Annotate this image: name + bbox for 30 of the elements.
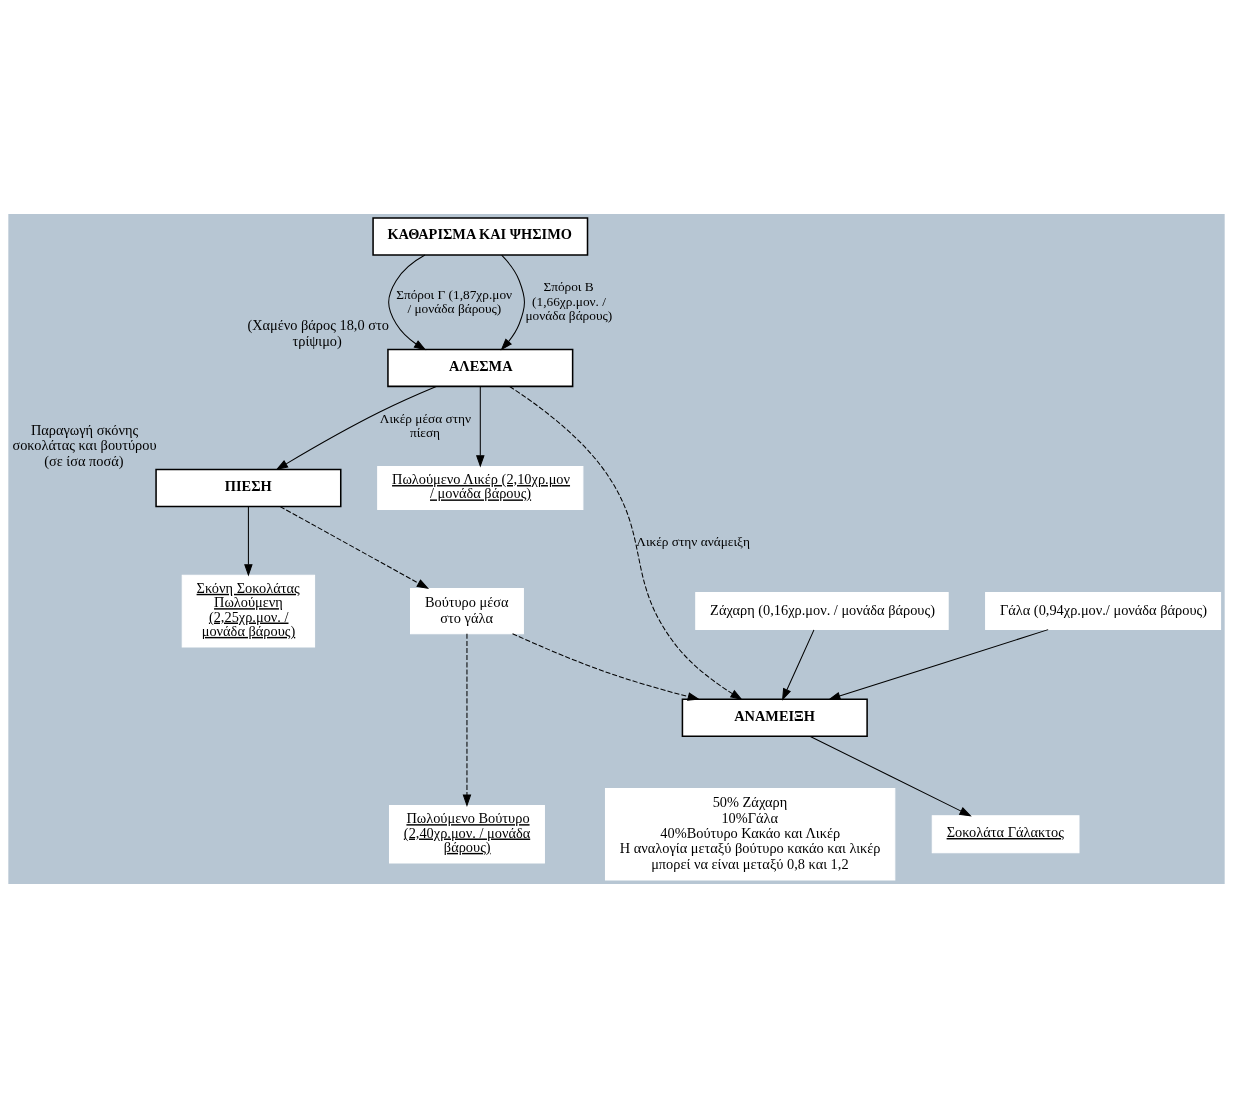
arrow bbox=[279, 506, 430, 590]
arrow bbox=[512, 633, 700, 701]
node-box: Πωλούμενο Βούτυρο (2,40χρ.μον. / μονάδα βάρους) bbox=[388, 805, 545, 864]
node-box: ΠΙΕΣΗ bbox=[155, 468, 342, 508]
arrow bbox=[809, 735, 972, 817]
edge-label: Λικέρ μέσα στην πίεση bbox=[379, 410, 472, 441]
edge-label: Λικέρ στην ανάμειξη bbox=[636, 533, 750, 549]
node-box: ΑΝΑΜΕΙΞΗ bbox=[681, 698, 868, 737]
node-box: Βούτυρο μέσα στο γάλα bbox=[410, 588, 524, 635]
node-box: Πωλούμενο Λικέρ (2,10χρ.μον / μονάδα βάρους) bbox=[377, 465, 584, 510]
node-label: (Χαμένο βάρος 18,0 στο τρίψιμο) bbox=[247, 317, 389, 349]
arrow bbox=[244, 506, 253, 577]
node-box: ΑΛΕΣΜΑ bbox=[387, 348, 574, 388]
arrow bbox=[275, 386, 437, 471]
node-label: Παραγωγή σκόνης σοκολάτας και βουτύρου (σε ίσα ποσά) bbox=[12, 421, 157, 469]
arrow bbox=[475, 386, 485, 468]
edge-label: Σπόροι Γ (1,87χρ.μον / μονάδα βάρους) bbox=[396, 286, 513, 316]
node-box: Γάλα (0,94χρ.μον./ μονάδα βάρους) bbox=[985, 592, 1222, 631]
node-box: ΚΑΘΑΡΙΣΜΑ ΚΑΙ ΨΗΣΙΜΟ bbox=[372, 217, 589, 256]
node-box: 50% Ζάχαρη 10%Γάλα 40%Βούτυρο Κακάο και Λικέρ Η αναλογία μεταξύ βούτυρο κακάο και λικέρ μπορεί να είναι μεταξύ 0,8 και 1,2 bbox=[604, 788, 896, 881]
arrow bbox=[782, 629, 815, 701]
arrow bbox=[388, 254, 427, 351]
edge-label: Σπόροι Β (1,66χρ.μον. / μονάδα βάρους) bbox=[525, 279, 613, 324]
node-box: Σκόνη Σοκολάτας Πωλούμενη (2,25χρ.μον. / μονάδα βάρους) bbox=[181, 574, 316, 648]
arrow bbox=[828, 629, 1049, 701]
node-box: Σοκολάτα Γάλακτος bbox=[931, 815, 1080, 854]
arrow bbox=[462, 633, 472, 807]
arrow bbox=[500, 254, 525, 351]
node-box: Ζάχαρη (0,16χρ.μον. / μονάδα βάρους) bbox=[695, 592, 949, 631]
arrow bbox=[509, 386, 743, 700]
